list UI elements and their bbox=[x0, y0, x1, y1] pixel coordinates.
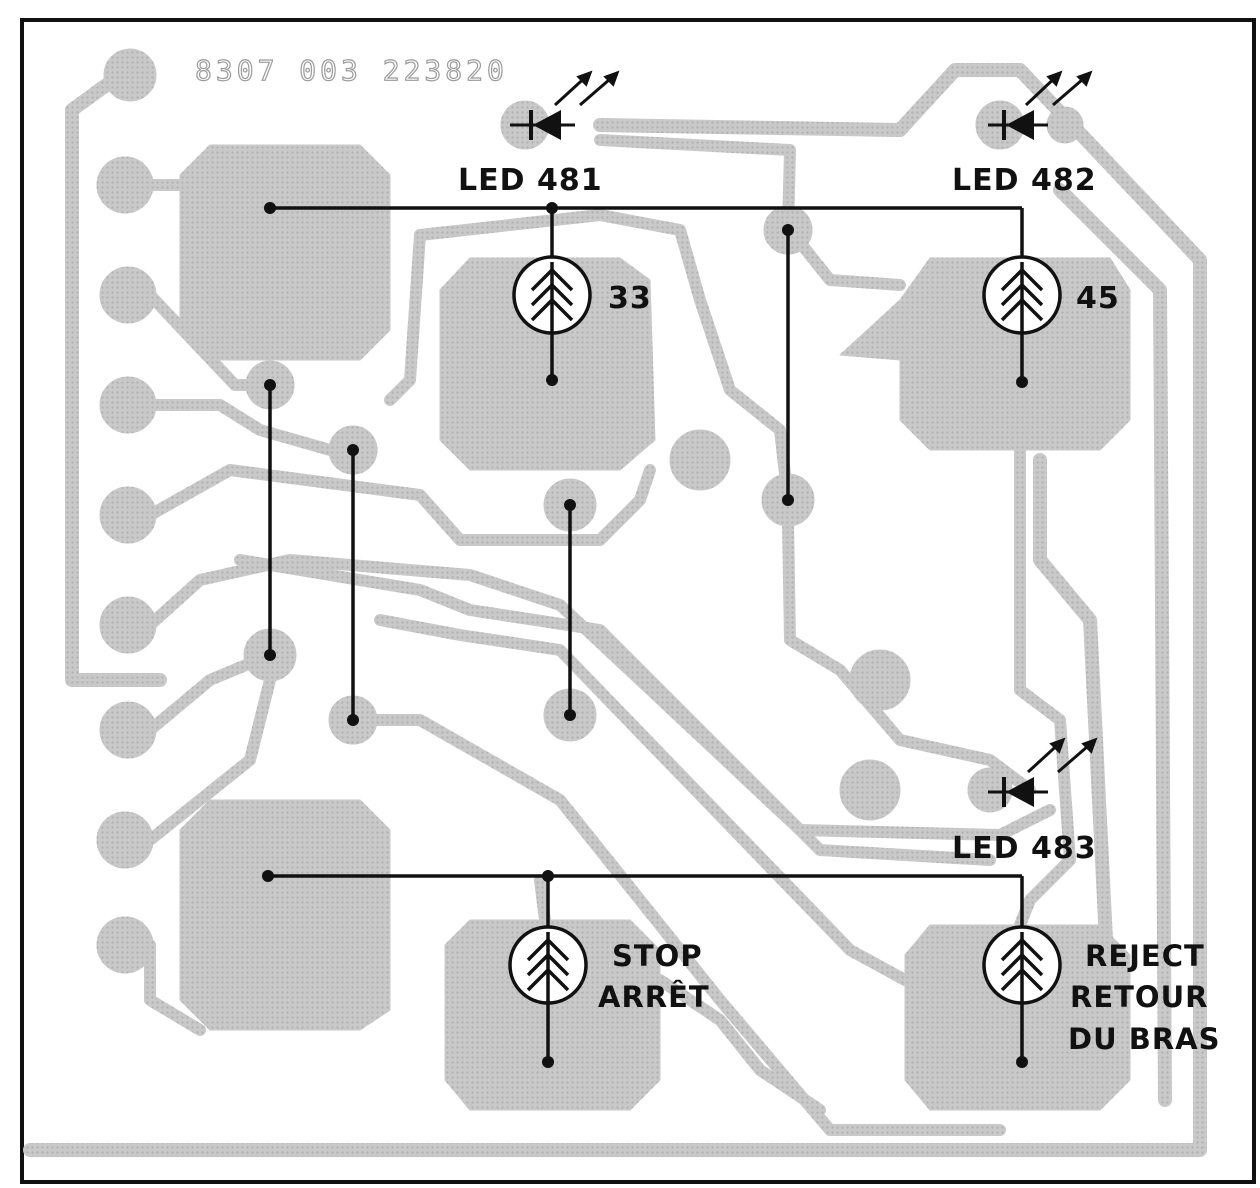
outline-trace-left bbox=[65, 68, 167, 687]
trace-2 bbox=[144, 289, 276, 391]
trace-3 bbox=[144, 399, 359, 456]
switch-stop-symbol bbox=[508, 925, 588, 1062]
trace-13 bbox=[594, 134, 796, 236]
trace-15 bbox=[1014, 444, 1076, 931]
led-481-label: LED 481 bbox=[458, 163, 603, 198]
jumper-wires bbox=[268, 206, 1024, 930]
led-483-symbol bbox=[988, 737, 1098, 807]
switch-45-label: 45 bbox=[1076, 281, 1120, 316]
pad-switch-33 bbox=[439, 257, 656, 471]
switch-reject-symbol bbox=[982, 925, 1062, 1062]
led-483-label: LED 483 bbox=[952, 831, 1097, 866]
outline-trace-top bbox=[23, 63, 1207, 1157]
trace-10 bbox=[374, 614, 911, 986]
switch-reject-label-line2: RETOUR bbox=[1070, 980, 1208, 1014]
trace-9 bbox=[234, 554, 996, 866]
trace-19 bbox=[384, 229, 426, 406]
outline-trace-inner-right bbox=[1033, 453, 1117, 1027]
trace-12 bbox=[414, 209, 794, 506]
board-serial-number: 8307 003 223820 bbox=[195, 54, 508, 87]
pad-bottom-left bbox=[179, 799, 391, 1031]
switch-reject-label-line1: REJECT bbox=[1085, 939, 1205, 973]
switch-stop-label-line2: ARRÊT bbox=[598, 980, 710, 1014]
trace-6 bbox=[144, 649, 276, 736]
trace-4 bbox=[144, 464, 656, 546]
trace-11 bbox=[354, 714, 1006, 1136]
led-482-symbol bbox=[988, 70, 1093, 140]
edge-connector-pads bbox=[96, 48, 157, 974]
trace-7 bbox=[144, 674, 276, 846]
led-481-symbol bbox=[510, 70, 620, 140]
trace-14 bbox=[782, 514, 1036, 796]
switch-reject-label-line3: DU BRAS bbox=[1068, 1022, 1220, 1056]
outline-trace-right bbox=[1053, 183, 1172, 1107]
pad-switch-reject bbox=[904, 924, 1131, 1111]
switch-33-label: 33 bbox=[608, 281, 652, 316]
switch-stop-label-line1: STOP bbox=[612, 939, 703, 973]
pad-top-left bbox=[179, 144, 391, 361]
trace-5 bbox=[144, 554, 1056, 841]
trace-18 bbox=[534, 874, 551, 926]
switch-45-symbol bbox=[982, 255, 1062, 382]
copper-layer bbox=[23, 48, 1207, 1157]
pad-switch-stop bbox=[444, 919, 661, 1111]
trace-16 bbox=[784, 224, 906, 291]
junction-dots bbox=[262, 202, 1028, 1068]
switch-33-symbol bbox=[512, 255, 592, 380]
trace-8 bbox=[144, 939, 206, 1036]
led-482-label: LED 482 bbox=[952, 163, 1097, 198]
trace-17 bbox=[654, 974, 826, 1116]
